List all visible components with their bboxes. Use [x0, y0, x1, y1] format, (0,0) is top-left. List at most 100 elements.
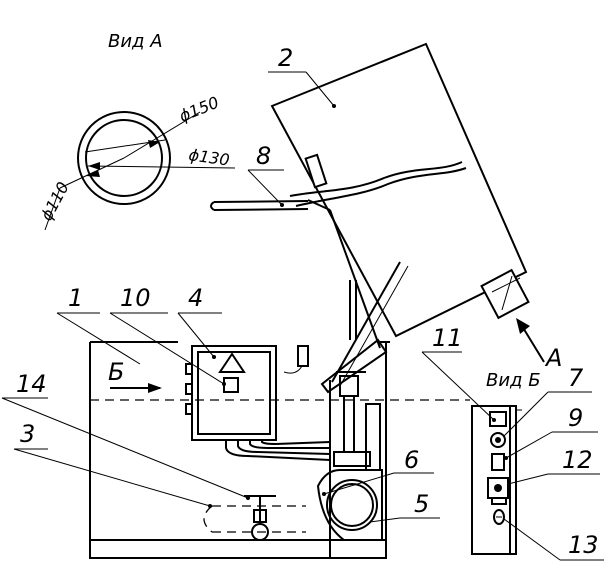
valve-body — [253, 509, 267, 523]
leader-line — [305, 71, 335, 107]
leader-line — [503, 391, 549, 437]
cabinet-outline — [89, 342, 387, 559]
cable — [237, 440, 331, 455]
nozzle-line — [491, 277, 521, 293]
callout-9: 9 — [568, 404, 583, 432]
hopper-latch — [304, 153, 328, 189]
mechanism — [316, 338, 388, 541]
button-7-center — [495, 437, 501, 443]
piston-rod — [343, 395, 355, 453]
valve-tank — [203, 495, 306, 541]
leader-dot — [222, 382, 226, 386]
handle — [210, 199, 331, 211]
callout-13: 13 — [568, 531, 599, 559]
hopper-seam-2 — [295, 167, 467, 207]
control-box — [185, 345, 331, 461]
switch-square — [223, 377, 239, 393]
arrowhead — [86, 170, 100, 177]
callout-6: 6 — [404, 446, 419, 474]
leader-line — [13, 448, 211, 507]
leader-line — [507, 473, 549, 485]
view-a-section: Вид А ϕ150 ϕ130 ϕ110 — [37, 31, 236, 231]
view-b-panel: Вид Б — [471, 370, 541, 555]
leader-dot — [504, 456, 508, 460]
support-rod — [331, 261, 401, 383]
callout-10: 10 — [120, 284, 151, 312]
motor-housing — [316, 469, 383, 541]
section-label-b: Б — [108, 358, 124, 386]
view-a-arrow: А — [516, 318, 562, 372]
handle-joint — [307, 199, 331, 211]
inner-circle-130 — [85, 119, 163, 197]
callout-7: 7 — [568, 364, 584, 392]
panel-outline — [471, 405, 517, 555]
wire — [283, 365, 303, 374]
dim-d110: ϕ110 — [37, 179, 73, 224]
side-connector — [185, 383, 193, 395]
arrowhead — [88, 162, 100, 170]
leader-dot — [322, 492, 326, 496]
callout-8: 8 — [256, 142, 271, 170]
leader-line — [1, 397, 249, 499]
side-connector — [185, 363, 193, 375]
handle-bar — [213, 200, 309, 203]
handle-bar — [213, 208, 309, 211]
callout-14: 14 — [16, 370, 47, 398]
leader-line — [505, 431, 553, 459]
dim-d130: ϕ130 — [187, 145, 230, 170]
button-12-center — [494, 484, 502, 492]
callout-3: 3 — [20, 420, 35, 448]
leader-dot — [332, 104, 336, 108]
button-7 — [490, 432, 506, 448]
label-plate — [491, 497, 507, 505]
piston-top — [339, 375, 359, 397]
valve-wheel — [251, 523, 269, 541]
leader-dot — [280, 203, 284, 207]
outer-circle-150 — [77, 111, 171, 205]
view-a-title: Вид А — [108, 31, 163, 52]
discharge-nozzle — [480, 268, 530, 320]
leader-line — [421, 351, 495, 421]
drum — [326, 479, 378, 531]
leader-dot — [208, 504, 212, 508]
hopper-body — [270, 42, 528, 338]
leader-dot — [212, 355, 216, 359]
cable — [261, 440, 331, 446]
support-rod — [339, 265, 409, 387]
callouts: 1 10 4 2 8 14 3 6 — [1, 44, 604, 561]
leader-d110-ext — [44, 187, 61, 231]
chute — [320, 338, 388, 394]
callout-4: 4 — [188, 284, 203, 312]
leader-line — [369, 517, 401, 523]
leader-line — [247, 169, 283, 206]
arrowhead — [516, 318, 530, 334]
callout-11: 11 — [432, 324, 463, 352]
cable — [225, 440, 331, 461]
leader-d150-ext — [123, 111, 201, 159]
arrowhead — [148, 140, 160, 148]
drum-inner — [330, 483, 374, 527]
callout-5: 5 — [414, 490, 429, 518]
leader-line — [109, 312, 225, 385]
piston-base — [333, 451, 371, 467]
hopper — [270, 42, 530, 387]
dim-d150: ϕ150 — [176, 93, 221, 126]
nozzle-line — [501, 275, 513, 311]
leader-d130 — [87, 165, 236, 169]
control-box-inner — [197, 351, 271, 435]
switch-9 — [491, 453, 505, 471]
leader-line — [56, 312, 141, 365]
leader-dot — [246, 496, 250, 500]
handle-end — [210, 201, 215, 211]
key-13 — [493, 509, 505, 525]
leader-line — [177, 312, 215, 358]
side-connector — [185, 403, 193, 415]
leader-dot — [492, 418, 496, 422]
callout-12: 12 — [562, 446, 593, 474]
leader-line — [503, 518, 561, 561]
hopper-frame — [329, 209, 381, 349]
view-b-title: Вид Б — [486, 370, 541, 391]
leader-line — [323, 472, 395, 495]
indicator-lamp — [489, 411, 507, 427]
